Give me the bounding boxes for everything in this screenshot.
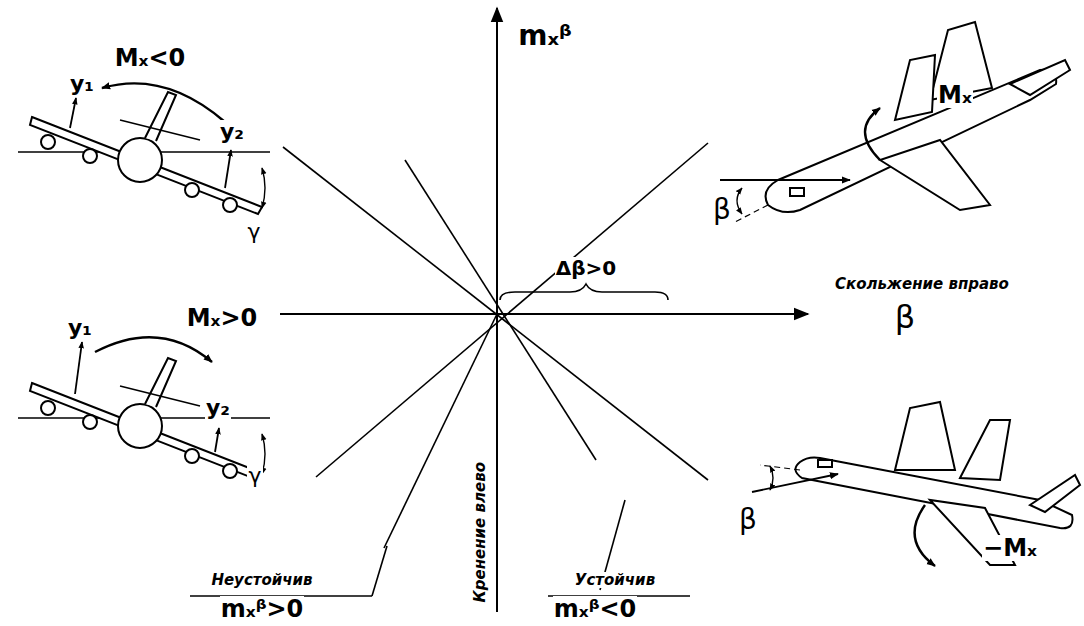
stable-line-steep [405, 160, 596, 460]
wing [30, 117, 262, 214]
delta-label: Δβ>0 [555, 257, 617, 279]
roll-moment-arrow [865, 108, 880, 160]
force-label: y₁ [67, 316, 93, 340]
axis-note: Скольжение вправо [834, 276, 1010, 293]
wing-far [960, 420, 1010, 480]
axis-line [760, 465, 800, 470]
moment-label: −Mₓ [982, 535, 1038, 561]
force-label: y₂ [205, 396, 231, 420]
force-label: y₁ [69, 72, 95, 96]
moment-label: Mₓ [937, 82, 973, 108]
cockpit [818, 460, 832, 467]
angle-label: β [738, 505, 758, 536]
aircraft-perspective-bottom [752, 402, 1080, 566]
fuselage [118, 138, 162, 182]
stability-note: Устойчив [574, 572, 656, 589]
fuselage [118, 404, 162, 448]
airflow-arrow [752, 474, 838, 492]
wing-near [880, 140, 990, 210]
stabilizer [1010, 60, 1070, 95]
angle-label: β [712, 195, 732, 226]
axis-label: β [894, 300, 916, 335]
stabilizer [1030, 475, 1080, 512]
fuselage [795, 458, 1072, 529]
airflow-arrow [720, 179, 850, 181]
roll-moment-arrow [95, 337, 212, 362]
fuselage [766, 70, 1057, 212]
angle-label: γ [246, 220, 261, 244]
bank-angle-arc [262, 168, 265, 208]
wing [30, 383, 262, 480]
angle-label: γ [247, 464, 262, 488]
moment-label: Mₓ<0 [114, 45, 187, 71]
stabilizer [120, 120, 200, 140]
graph-lines [190, 8, 808, 612]
moment-label: Mₓ>0 [186, 305, 259, 331]
beta-axis [280, 313, 808, 315]
force-label: y₂ [219, 120, 245, 144]
aircraft-front-view-bottom [18, 337, 270, 480]
stability-coefficient: mₓᵝ>0 [220, 596, 305, 622]
roll-moment-arrow [102, 83, 225, 122]
sideslip-arc [737, 188, 742, 214]
wing-far [895, 55, 935, 120]
axis-note: Кренение влево [472, 461, 489, 603]
stabilizer [120, 386, 200, 406]
mx-axis [496, 8, 498, 612]
lift-arrow-1 [75, 342, 82, 394]
lift-arrow-2 [225, 150, 231, 188]
unstable-line [316, 143, 708, 477]
roll-moment-arrow [915, 505, 935, 566]
sideslip-arc [770, 466, 773, 490]
aircraft-front-view-top [18, 83, 270, 214]
fin [895, 402, 955, 470]
lift-arrow-2 [215, 428, 219, 452]
unstable-leader [372, 546, 387, 596]
aircraft-perspective-top [720, 22, 1070, 222]
stability-coefficient: mₓᵝ<0 [553, 596, 638, 622]
cockpit [790, 188, 804, 196]
lift-arrow-1 [70, 98, 76, 128]
delta-beta-bracket [500, 284, 668, 300]
axis-label: mₓᵝ [517, 21, 572, 52]
stability-note: Неустойчив [210, 572, 313, 589]
axis-line [735, 205, 768, 222]
